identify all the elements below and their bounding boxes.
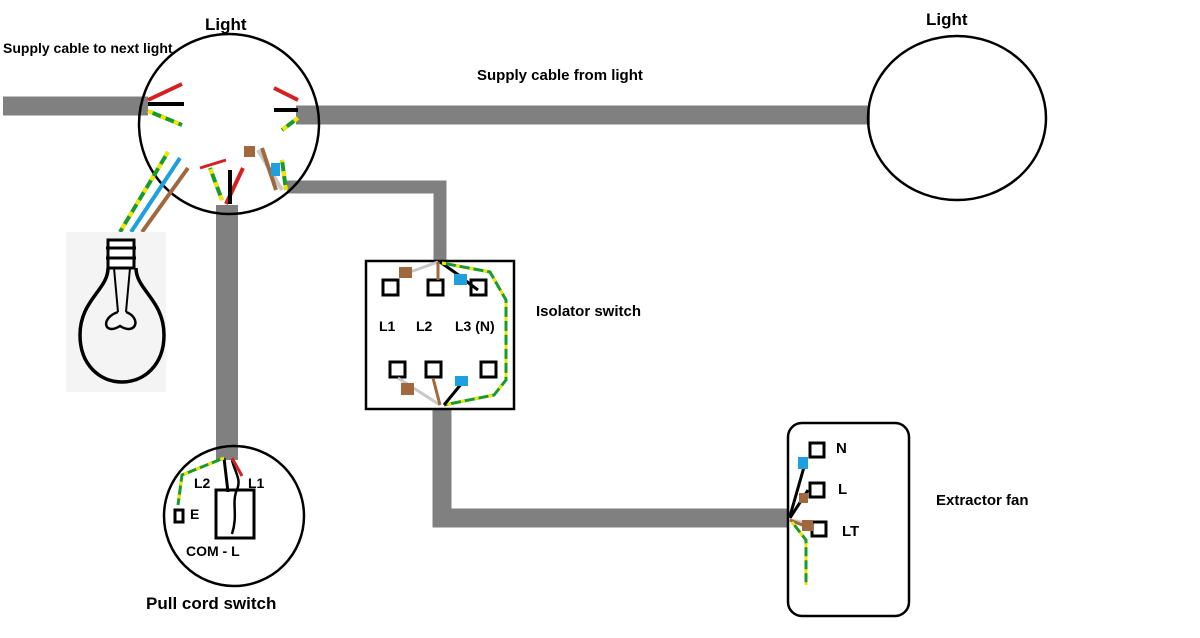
bulb-icon (66, 232, 166, 392)
fan-terminal-n (808, 441, 826, 459)
light-left-title: Light (205, 15, 247, 34)
cable-to-isolator (287, 180, 447, 262)
isolator-terminal-top-l2 (426, 278, 445, 297)
fan-label-lt: LT (842, 523, 859, 540)
isolator-label-l2: L2 (416, 318, 433, 334)
isolator-label-l3: L3 (N) (455, 318, 495, 334)
isolator-terminal-bottom-2 (424, 360, 443, 379)
pull-cord-switch: L2 L1 E COM - L (162, 444, 306, 588)
extractor-fan: N L LT (786, 421, 911, 618)
fan-label-l: L (838, 481, 847, 498)
cable-isolator-to-fan (432, 404, 790, 528)
isolator-terminal-bottom-3 (479, 360, 498, 379)
isolator-terminal-top-l1 (381, 278, 400, 297)
extractor-title: Extractor fan (936, 492, 1029, 509)
isolator-terminal-top-l3 (469, 278, 488, 297)
cables (3, 96, 870, 528)
isolator-terminal-bottom-1 (388, 360, 407, 379)
pullcord-label-l1: L1 (248, 475, 265, 491)
pull-cord-switch-circle (162, 444, 306, 588)
light-right-title: Light (926, 10, 968, 29)
fan-label-n: N (836, 440, 847, 457)
pullcord-label-e: E (190, 506, 199, 522)
pull-cord-terminal-e (173, 508, 185, 524)
light-right-circle (866, 34, 1048, 202)
light-left (118, 32, 321, 234)
fan-terminal-lt (810, 520, 828, 538)
isolator-title: Isolator switch (536, 303, 641, 320)
supply-from-label: Supply cable from light (477, 67, 643, 84)
fan-terminal-l (808, 481, 826, 499)
pull-cord-title: Pull cord switch (146, 594, 276, 613)
pullcord-label-l2: L2 (194, 475, 211, 491)
light-left-circle (137, 32, 321, 216)
light-right (866, 34, 1048, 202)
supply-next-label: Supply cable to next light (3, 40, 173, 56)
extractor-fan-box (786, 421, 911, 618)
isolator-label-l1: L1 (379, 318, 396, 334)
pullcord-label-com: COM - L (186, 543, 240, 559)
isolator-switch: L1 L2 L3 (N) (364, 259, 516, 411)
